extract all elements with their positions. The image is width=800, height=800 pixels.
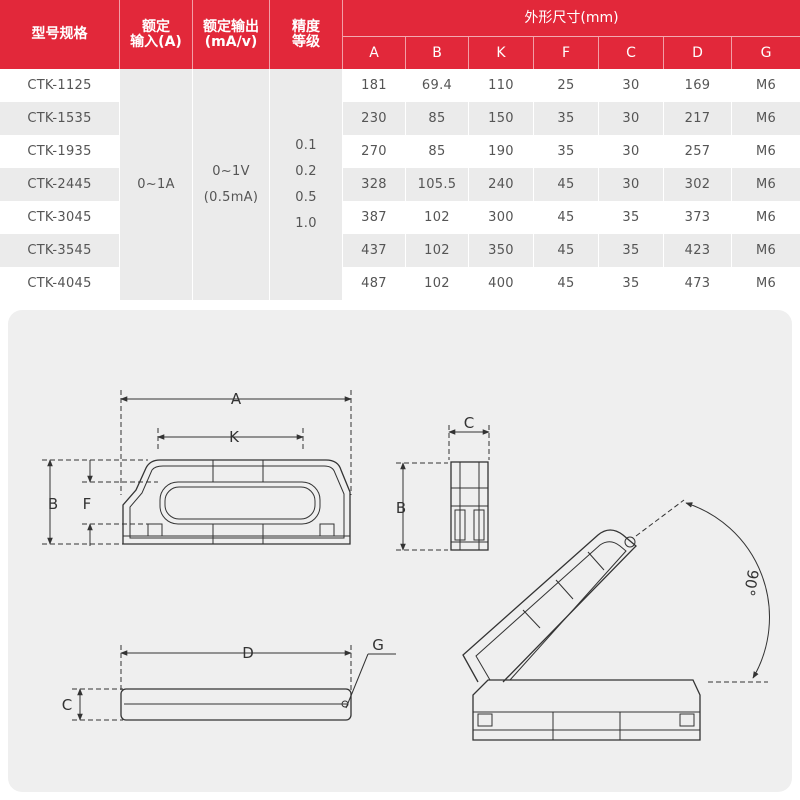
header-col-g: G <box>732 37 800 69</box>
cell-d: 302 <box>664 168 732 201</box>
label-b-front: B <box>48 495 58 513</box>
label-a: A <box>231 390 242 408</box>
rated-output-cell: 0~1V(0.5mA) <box>193 69 270 300</box>
cell-c: 30 <box>599 102 664 135</box>
cell-g: M6 <box>732 135 800 168</box>
cell-b: 85 <box>406 135 469 168</box>
label-f: F <box>83 495 92 513</box>
header-dimensions: 外形尺寸(mm) <box>343 0 800 37</box>
cell-b: 85 <box>406 102 469 135</box>
spec-table: 型号规格 额定输入(A) 额定输出(mA/v) 精度等级 外形尺寸(mm) A … <box>0 0 800 300</box>
model-cell: CTK-2445 <box>0 168 120 201</box>
cell-d: 473 <box>664 267 732 300</box>
table-row: CTK-4045 487 102 400 45 35 473 M6 <box>0 267 800 300</box>
header-accuracy: 精度等级 <box>270 0 343 69</box>
cell-b: 102 <box>406 234 469 267</box>
cell-k: 190 <box>469 135 534 168</box>
label-c-bottom: C <box>62 696 72 714</box>
model-cell: CTK-3545 <box>0 234 120 267</box>
cell-c: 35 <box>599 267 664 300</box>
label-b-side: B <box>396 499 406 517</box>
cell-d: 373 <box>664 201 732 234</box>
cell-c: 35 <box>599 234 664 267</box>
cell-d: 257 <box>664 135 732 168</box>
cell-g: M6 <box>732 168 800 201</box>
cell-g: M6 <box>732 69 800 102</box>
table-row: CTK-3545 437 102 350 45 35 423 M6 <box>0 234 800 267</box>
header-col-d: D <box>664 37 732 69</box>
dimension-drawing-panel: A K B F C B D G C 90° <box>8 310 792 792</box>
cell-f: 35 <box>534 102 599 135</box>
opened-view <box>462 499 770 741</box>
rated-input-cell: 0~1A <box>120 69 193 300</box>
cell-k: 110 <box>469 69 534 102</box>
cell-g: M6 <box>732 267 800 300</box>
cell-g: M6 <box>732 234 800 267</box>
label-c-side: C <box>464 414 474 432</box>
model-cell: CTK-1935 <box>0 135 120 168</box>
cell-a: 270 <box>343 135 406 168</box>
table-row: CTK-1935 270 85 190 35 30 257 M6 <box>0 135 800 168</box>
cell-c: 30 <box>599 168 664 201</box>
cell-k: 350 <box>469 234 534 267</box>
header-col-c: C <box>599 37 664 69</box>
table-row: CTK-2445 328 105.5 240 45 30 302 M6 <box>0 168 800 201</box>
cell-b: 69.4 <box>406 69 469 102</box>
header-model: 型号规格 <box>0 0 120 69</box>
table-row: CTK-1535 230 85 150 35 30 217 M6 <box>0 102 800 135</box>
cell-a: 487 <box>343 267 406 300</box>
cell-f: 45 <box>534 267 599 300</box>
cell-f: 25 <box>534 69 599 102</box>
table-row: CTK-3045 387 102 300 45 35 373 M6 <box>0 201 800 234</box>
cell-a: 328 <box>343 168 406 201</box>
cell-f: 45 <box>534 234 599 267</box>
cell-c: 35 <box>599 201 664 234</box>
cell-d: 423 <box>664 234 732 267</box>
model-cell: CTK-1125 <box>0 69 120 102</box>
header-rated-output: 额定输出(mA/v) <box>193 0 270 69</box>
header-col-b: B <box>406 37 469 69</box>
dimension-drawing: A K B F C B D G C 90° <box>42 390 770 741</box>
cell-k: 400 <box>469 267 534 300</box>
cell-b: 102 <box>406 267 469 300</box>
front-view <box>42 390 352 546</box>
header-col-a: A <box>343 37 406 69</box>
cell-f: 45 <box>534 168 599 201</box>
bottom-view <box>72 645 396 721</box>
cell-a: 181 <box>343 69 406 102</box>
model-cell: CTK-1535 <box>0 102 120 135</box>
cell-g: M6 <box>732 102 800 135</box>
cell-d: 217 <box>664 102 732 135</box>
cell-k: 300 <box>469 201 534 234</box>
header-col-k: K <box>469 37 534 69</box>
cell-d: 169 <box>664 69 732 102</box>
cell-c: 30 <box>599 69 664 102</box>
cell-f: 45 <box>534 201 599 234</box>
label-angle: 90° <box>740 568 762 597</box>
header-col-f: F <box>534 37 599 69</box>
model-cell: CTK-3045 <box>0 201 120 234</box>
cell-a: 437 <box>343 234 406 267</box>
cell-f: 35 <box>534 135 599 168</box>
cell-b: 102 <box>406 201 469 234</box>
label-g: G <box>372 636 384 654</box>
cell-a: 230 <box>343 102 406 135</box>
cell-k: 150 <box>469 102 534 135</box>
side-view <box>396 425 490 551</box>
header-rated-input: 额定输入(A) <box>120 0 193 69</box>
cell-c: 30 <box>599 135 664 168</box>
label-k: K <box>229 428 240 446</box>
cell-g: M6 <box>732 201 800 234</box>
label-d: D <box>242 644 254 662</box>
cell-b: 105.5 <box>406 168 469 201</box>
model-cell: CTK-4045 <box>0 267 120 300</box>
cell-k: 240 <box>469 168 534 201</box>
cell-a: 387 <box>343 201 406 234</box>
